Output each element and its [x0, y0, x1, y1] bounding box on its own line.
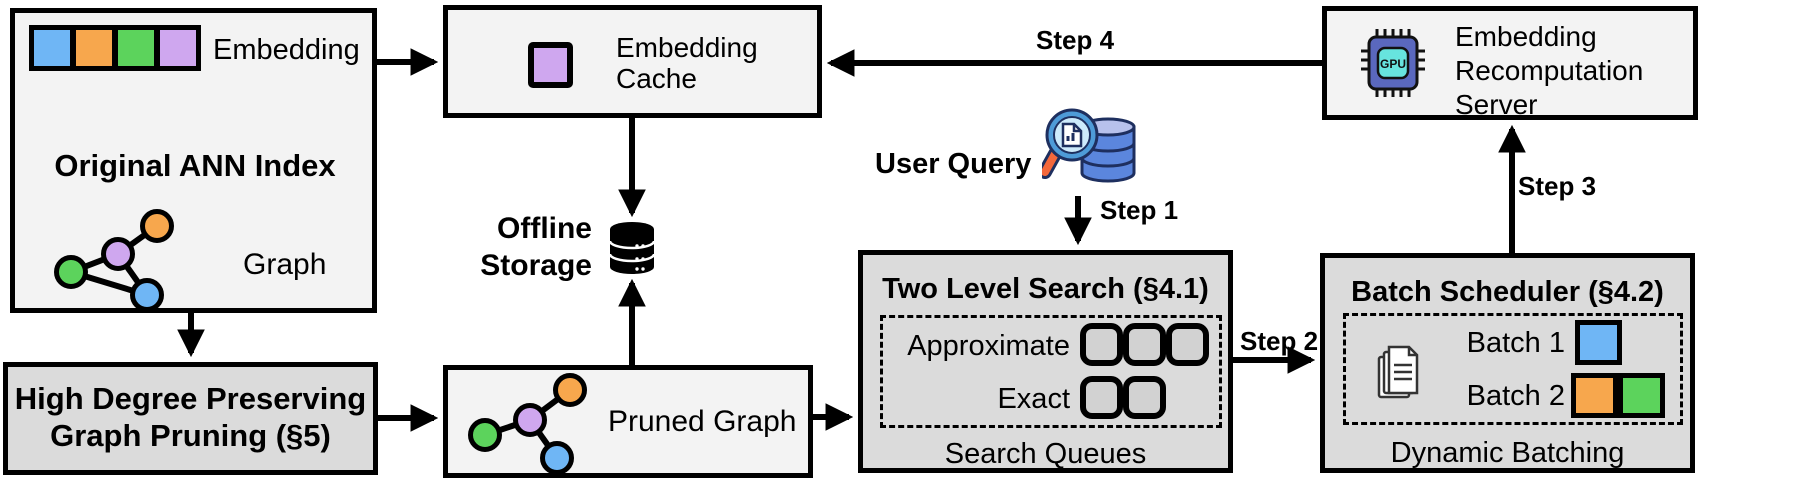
gpu-label: GPU	[1380, 57, 1406, 71]
embedding-label: Embedding	[213, 34, 360, 66]
queue-slot	[1080, 323, 1123, 366]
queue-slot	[1166, 323, 1209, 366]
step4-label: Step 4	[1036, 25, 1115, 55]
queue-slot	[1080, 376, 1123, 419]
search-queues-dashed-panel	[880, 315, 1222, 428]
gpu-chip-icon: GPU	[1361, 29, 1425, 97]
embedding-swatch-icon	[29, 25, 201, 71]
embedding-cache-title-line2: Cache	[616, 63, 697, 94]
graph-node-green	[468, 418, 502, 452]
graph-node-orange	[140, 209, 174, 243]
graph-node-blue	[540, 441, 574, 475]
recomputation-server-title-line1: Embedding	[1455, 21, 1597, 52]
step3-label: Step 3	[1518, 171, 1597, 201]
step1-label: Step 1	[1100, 195, 1179, 225]
graph-node-purple	[513, 403, 547, 437]
graph-pruning-box: High Degree Preserving Graph Pruning (§5…	[3, 362, 378, 475]
exact-label: Exact	[997, 383, 1070, 415]
graph-icon	[45, 198, 205, 318]
two-level-search-title: Two Level Search (§4.1)	[882, 273, 1209, 305]
magnifier-database-icon	[1042, 108, 1136, 183]
approximate-queue-slots	[1080, 323, 1209, 366]
batch-scheduler-title: Batch Scheduler (§4.2)	[1351, 276, 1664, 308]
batch1-label: Batch 1	[1466, 327, 1565, 359]
batch-scheduler-box: Batch Scheduler (§4.2) Batch 1 Batch 2 D…	[1320, 253, 1695, 473]
recomputation-server-title: Embedding Recomputation Server	[1455, 20, 1643, 122]
purple-embedding-icon	[528, 42, 573, 88]
graph-node-orange	[553, 373, 587, 407]
offline-storage-label-line1: Offline	[497, 212, 592, 245]
recomputation-server-box: GPU Embedding Recomputation Server	[1322, 6, 1698, 120]
dynamic-batching-dashed-panel	[1343, 313, 1683, 425]
pruned-graph-box: Pruned Graph	[443, 365, 813, 478]
two-level-search-box: Two Level Search (§4.1) Approximate Exac…	[858, 250, 1233, 473]
exact-queue-slots	[1080, 376, 1166, 419]
graph-node-purple	[101, 237, 135, 271]
original-ann-index-box: Embedding Original ANN Index Graph	[10, 8, 377, 313]
batch-swatch-orange	[1571, 373, 1618, 418]
graph-pruning-title-line2: Graph Pruning (§5)	[50, 418, 331, 453]
embedding-swatch-blue	[34, 30, 70, 66]
embedding-cache-title: Embedding Cache	[616, 32, 758, 94]
documents-icon	[1377, 345, 1419, 399]
offline-storage-label-line2: Storage	[480, 249, 592, 282]
user-query-label: User Query	[875, 148, 1032, 180]
graph-node-green	[54, 255, 88, 289]
database-icon	[608, 222, 656, 274]
embedding-swatch-green	[118, 30, 154, 66]
queue-slot	[1123, 323, 1166, 366]
recomputation-server-title-line3: Server	[1455, 89, 1538, 120]
original-ann-index-title: Original ANN Index	[54, 148, 336, 183]
batch2-label: Batch 2	[1466, 380, 1565, 412]
embedding-cache-title-line1: Embedding	[616, 32, 758, 63]
queue-slot	[1123, 376, 1166, 419]
graph-node-blue	[130, 278, 164, 312]
batch2-swatches	[1571, 373, 1665, 418]
search-queues-caption: Search Queues	[944, 438, 1147, 470]
batch1-swatches	[1575, 320, 1622, 365]
embedding-swatch-orange	[76, 30, 112, 66]
graph-pruning-title-line1: High Degree Preserving	[14, 381, 367, 416]
graph-label: Graph	[243, 248, 327, 281]
offline-storage-label: Offline Storage	[440, 210, 592, 284]
step2-label: Step 2	[1240, 326, 1319, 356]
recomputation-server-title-line2: Recomputation	[1455, 55, 1644, 86]
embedding-swatch-purple	[160, 30, 196, 66]
dynamic-batching-caption: Dynamic Batching	[1390, 437, 1625, 469]
pruned-graph-label: Pruned Graph	[608, 405, 797, 438]
batch-swatch-green	[1618, 373, 1665, 418]
pruned-graph-icon	[468, 373, 618, 480]
embedding-cache-box: Embedding Cache	[443, 5, 822, 118]
approximate-label: Approximate	[907, 330, 1070, 362]
batch-swatch-blue	[1575, 320, 1622, 365]
